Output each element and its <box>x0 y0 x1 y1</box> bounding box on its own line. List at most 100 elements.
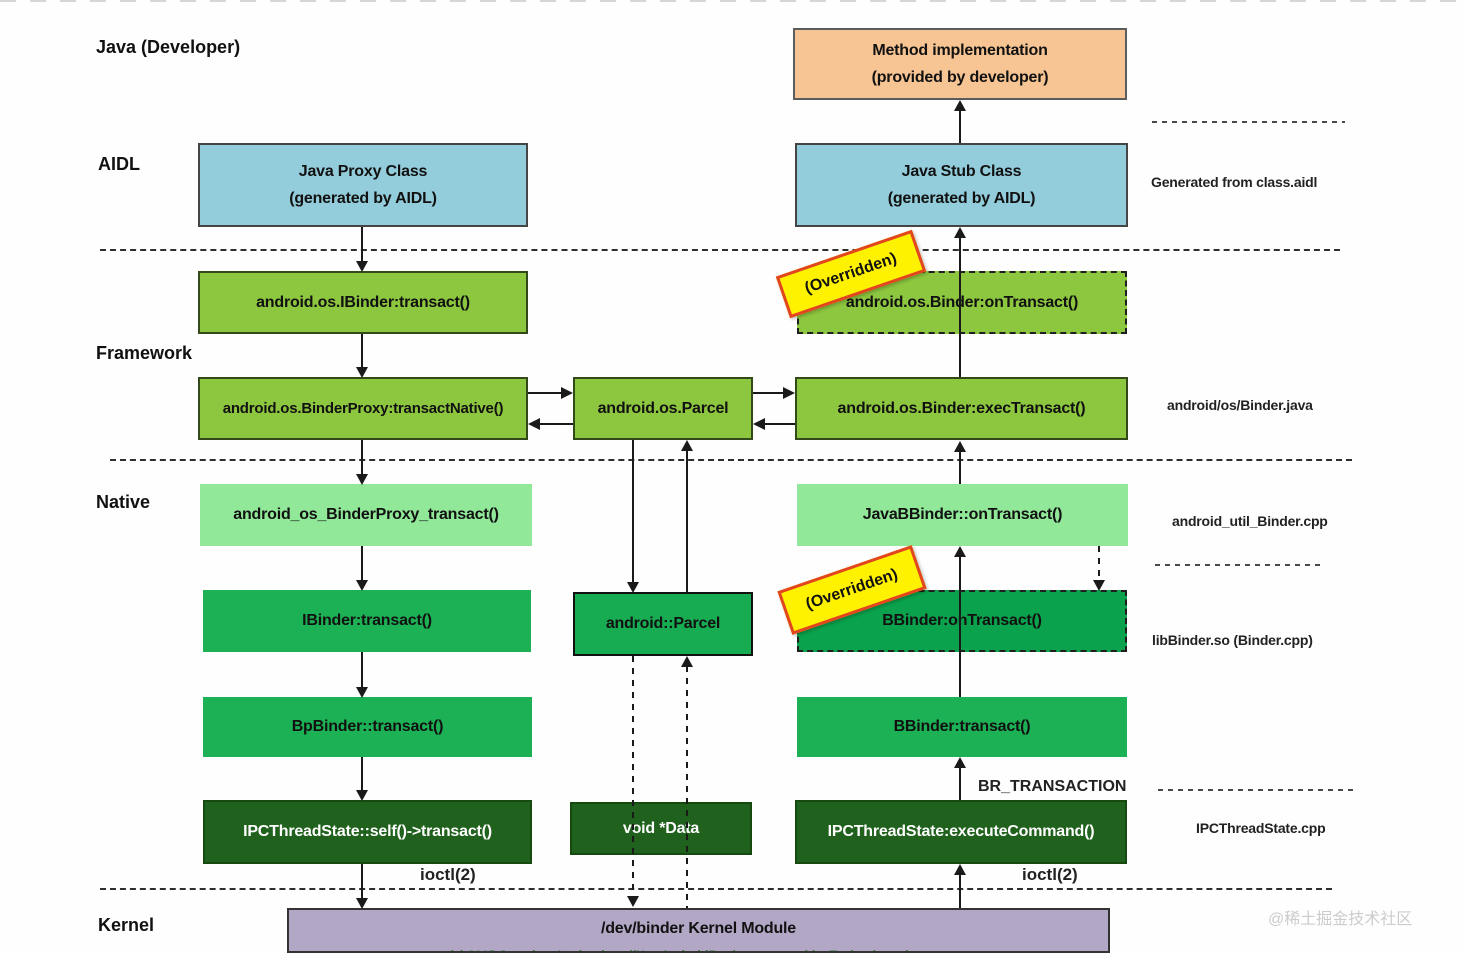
label-ioctl-right: ioctl(2) <box>1022 865 1078 884</box>
label-libbinder-so: libBinder.so (Binder.cpp) <box>1152 632 1313 648</box>
box-binder-ontransact: android.os.Binder:onTransact() <box>797 271 1127 334</box>
box-bbinder-transact: BBinder:transact() <box>797 697 1127 757</box>
box-text: IPCThreadState::self()->transact() <box>243 823 492 840</box>
label-ipcthreadstate-cpp: IPCThreadState.cpp <box>1196 820 1326 836</box>
connector-line <box>361 757 363 790</box>
box-android-parcel: android::Parcel <box>573 592 753 656</box>
layer-label-framework: Framework <box>96 343 193 363</box>
connector-line <box>959 237 961 377</box>
arrow-up-icon <box>681 656 693 667</box>
box-text: (provided by developer) <box>871 69 1049 86</box>
label-android-util-binder-cpp: android_util_Binder.cpp <box>1172 513 1328 529</box>
layer-label-native: Native <box>96 492 151 512</box>
arrow-down-icon <box>627 896 639 907</box>
arrow-up-icon <box>954 757 966 768</box>
arrow-right-icon <box>783 387 795 399</box>
dashed-segment-top-right <box>1152 121 1345 123</box>
box-text: android.os.BinderProxy:transactNative() <box>222 400 504 417</box>
box-void-data: void *Data <box>570 802 752 855</box>
connector-line <box>361 546 363 580</box>
arrow-down-icon <box>356 790 368 801</box>
box-text: (generated by AIDL) <box>289 190 437 207</box>
arrow-down-icon <box>356 474 368 485</box>
top-dashed-line <box>0 0 1463 2</box>
connector-line <box>959 767 961 800</box>
box-dev-binder-kernel-module: /dev/binder Kernel Module (c) 2015 Jonat… <box>287 908 1110 953</box>
arrow-up-icon <box>681 440 693 451</box>
connector-line <box>361 334 363 367</box>
box-bpbinder-transact: BpBinder::transact() <box>203 697 532 757</box>
arrow-down-icon <box>356 580 368 591</box>
box-text: BpBinder::transact() <box>291 718 444 735</box>
arrow-left-icon <box>753 418 765 430</box>
box-text: /dev/binder Kernel Module <box>600 920 797 937</box>
connector-line <box>686 450 688 592</box>
arrow-left-icon <box>528 418 540 430</box>
connector-line <box>361 227 363 261</box>
box-text: Method implementation <box>872 42 1048 59</box>
box-binderproxy-transactnative: android.os.BinderProxy:transactNative() <box>198 377 528 440</box>
box-text: android_os_BinderProxy_transact() <box>233 506 499 523</box>
arrow-right-icon <box>561 387 573 399</box>
box-text: IBinder:transact() <box>302 612 432 629</box>
connector-line <box>540 423 573 425</box>
arrow-up-icon <box>954 864 966 875</box>
box-android-os-parcel: android.os.Parcel <box>573 377 753 440</box>
label-br-transaction: BR_TRANSACTION <box>978 778 1127 795</box>
kernel-credit-line: (c) 2015 Jonathan Levin - http://NewAndr… <box>289 948 1108 951</box>
box-ibinder-transact-native: IBinder:transact() <box>203 590 531 652</box>
arrow-down-icon <box>627 582 639 593</box>
box-text: android.os.Binder:execTransact() <box>837 399 1086 417</box>
box-ipcthreadstate-self-transact: IPCThreadState::self()->transact() <box>203 800 532 864</box>
arrow-up-icon <box>954 441 966 452</box>
connector-dashed-line <box>632 656 634 896</box>
box-java-proxy-class: Java Proxy Class (generated by AIDL) <box>198 143 528 227</box>
box-text: (generated by AIDL) <box>887 190 1036 207</box>
arrow-up-icon <box>954 227 966 238</box>
connector-line <box>632 440 634 582</box>
connector-dashed-line <box>686 666 688 908</box>
connector-dashed-line <box>1098 546 1100 580</box>
box-text: IPCThreadState:executeCommand() <box>827 823 1095 840</box>
connector-line <box>528 392 561 394</box>
connector-line <box>959 874 961 908</box>
layer-label-aidl: AIDL <box>98 154 140 174</box>
arrow-down-icon <box>356 898 368 909</box>
box-text: void *Data <box>622 819 700 837</box>
arrow-down-icon <box>356 261 368 272</box>
box-text: android.os.Parcel <box>597 399 729 417</box>
layer-label-java-developer: Java (Developer) <box>96 37 241 57</box>
box-text: android.os.IBinder:transact() <box>256 293 470 311</box>
box-text: Java Proxy Class <box>298 163 428 180</box>
connector-line <box>361 652 363 687</box>
box-android-os-binderproxy-transact-fn: android_os_BinderProxy_transact() <box>200 484 532 546</box>
box-binder-exectransact: android.os.Binder:execTransact() <box>795 377 1128 440</box>
box-java-stub-class: Java Stub Class (generated by AIDL) <box>795 143 1128 227</box>
box-ibinder-transact: android.os.IBinder:transact() <box>198 271 528 334</box>
arrow-up-icon <box>954 100 966 111</box>
separator-aidl-framework <box>100 249 1340 251</box>
label-android-os-binder-java: android/os/Binder.java <box>1167 397 1313 413</box>
separator-native-kernel <box>100 888 1332 890</box>
label-generated-from-class-aidl: Generated from class.aidl <box>1151 174 1318 190</box>
box-text: BBinder:onTransact() <box>882 612 1042 629</box>
connector-line <box>959 451 961 484</box>
label-ioctl-left: ioctl(2) <box>420 865 476 884</box>
connector-line <box>753 392 783 394</box>
box-ipcthreadstate-executecommand: IPCThreadState:executeCommand() <box>795 800 1127 864</box>
layer-label-kernel: Kernel <box>98 915 155 935</box>
box-text: BBinder:transact() <box>893 718 1031 735</box>
connector-line <box>361 864 363 898</box>
connector-line <box>959 110 961 143</box>
arrow-down-icon <box>356 367 368 378</box>
box-text: JavaBBinder::onTransact() <box>862 506 1063 523</box>
box-text: Java Stub Class <box>901 163 1022 180</box>
arrow-down-icon <box>1093 580 1105 591</box>
arrow-up-icon <box>954 546 966 557</box>
dashed-segment-mid-right <box>1155 564 1320 566</box>
box-text: android::Parcel <box>605 615 721 632</box>
connector-line <box>361 440 363 474</box>
connector-line <box>765 423 795 425</box>
box-javabbinder-ontransact: JavaBBinder::onTransact() <box>797 484 1128 546</box>
